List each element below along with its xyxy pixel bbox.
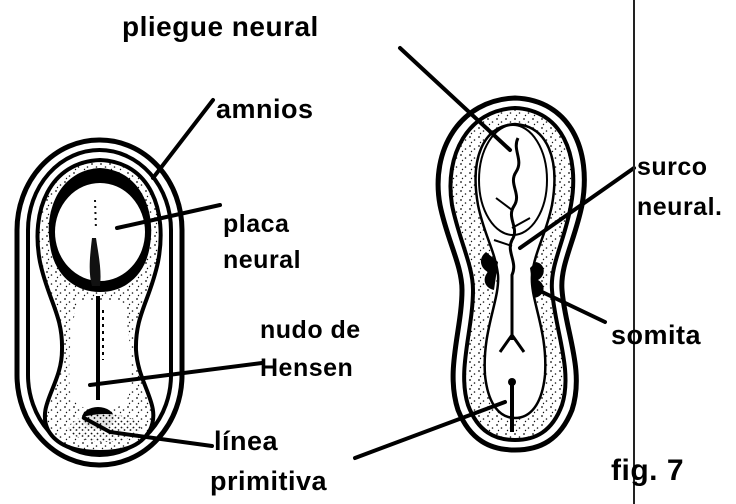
- label-fig: fig. 7: [611, 456, 684, 486]
- label-amnios: amnios: [216, 94, 314, 124]
- label-nudo-line2: Hensen: [260, 354, 353, 382]
- label-surco-line2: neural.: [637, 193, 722, 221]
- leader-amnios: [153, 100, 213, 178]
- label-placa-line2: neural: [223, 246, 301, 274]
- label-surco-line1: surco: [637, 153, 708, 181]
- label-pliegue-neural: pliegue neural: [122, 12, 319, 42]
- label-linea-line2: primitiva: [210, 466, 327, 496]
- label-nudo-line1: nudo de: [260, 316, 361, 344]
- left-embryo: [17, 140, 182, 465]
- label-placa-line1: placa: [223, 210, 289, 238]
- label-linea-line1: línea: [214, 426, 278, 456]
- label-somita: somita: [611, 320, 701, 350]
- vertical-rule: [633, 0, 635, 504]
